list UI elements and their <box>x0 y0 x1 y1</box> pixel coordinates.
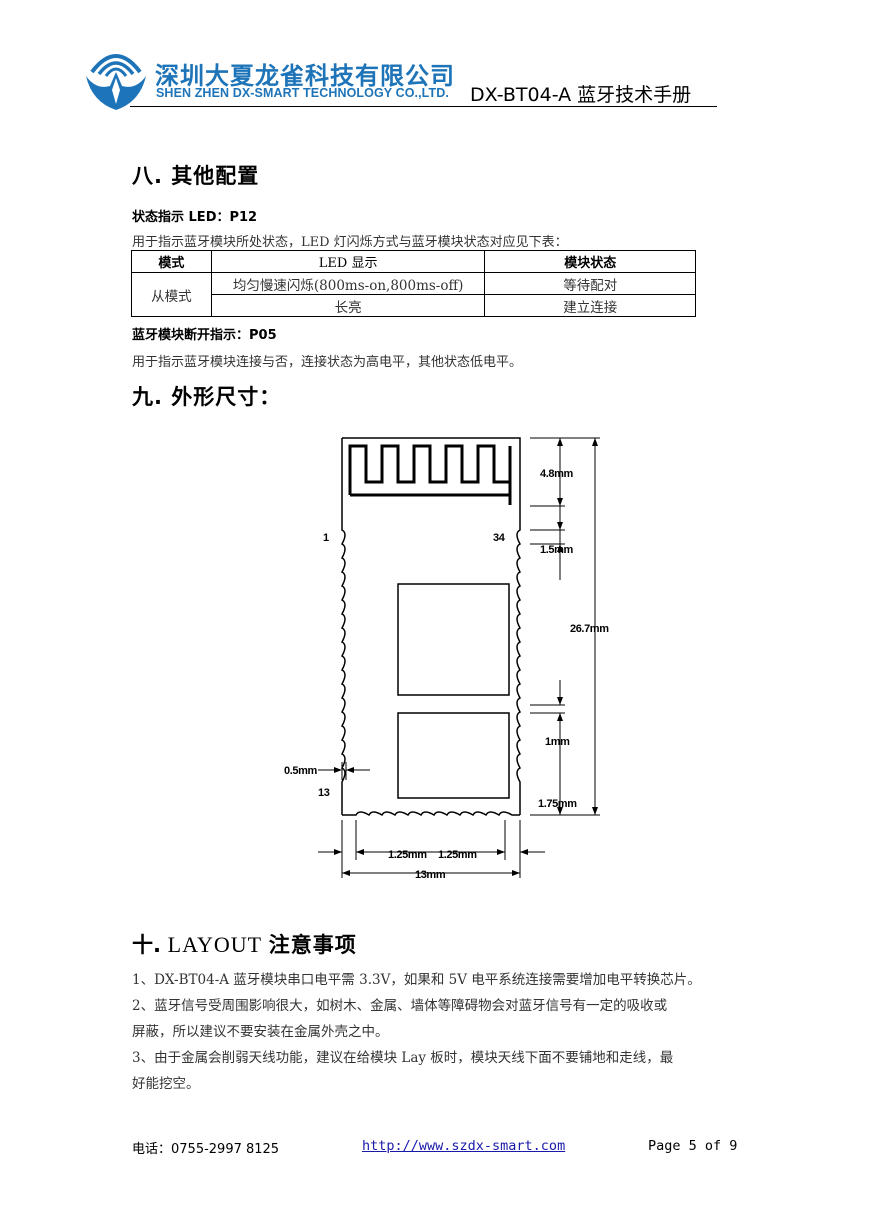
bottom-pads <box>342 811 520 817</box>
pin-label-1: 1 <box>323 532 329 544</box>
led-indicator-label: 状态指示 LED：P12 <box>132 210 258 225</box>
disconnect-indicator-desc: 用于指示蓝牙模块连接与否，连接状态为高电平，其他状态低电平。 <box>132 355 523 370</box>
table-cell-led: 长亮 <box>210 294 486 317</box>
footer-page-number: Page 5 of 9 <box>648 1138 738 1154</box>
footer-website-link[interactable]: http://www.szdx-smart.com <box>362 1138 566 1154</box>
company-name-en: SHEN ZHEN DX-SMART TECHNOLOGY CO.,LTD. <box>156 86 449 100</box>
pin-label-13: 13 <box>318 787 330 799</box>
section-latin: LAYOUT <box>167 932 263 957</box>
company-name-cn: 深圳大夏龙雀科技有限公司 <box>155 62 455 90</box>
dim-label-pad: 0.5mm <box>284 765 317 777</box>
pin-label-34: 34 <box>493 532 506 544</box>
list-item: 好能挖空。 <box>132 1076 200 1092</box>
layout-notes: 1、DX-BT04-A 蓝牙模块串口电平需 3.3V，如果和 5V 电平系统连接… <box>132 967 742 1097</box>
list-item: 2、蓝牙信号受周围影响很大，如树木、金属、墙体等障碍物会对蓝牙信号有一定的吸收或 <box>132 998 668 1014</box>
section-number: 十. <box>132 933 161 957</box>
antenna-trace <box>348 444 512 497</box>
section-heading-10: 十. LAYOUT 注意事项 <box>132 929 357 959</box>
table-row: 长亮 建立连接 <box>132 294 696 317</box>
company-logo <box>82 42 150 112</box>
table-header-mode: 模式 <box>131 250 212 273</box>
shield-lower <box>397 712 510 799</box>
document-title: DX-BT04-A 蓝牙技术手册 <box>470 84 692 106</box>
dim-label-antenna: 4.8mm <box>540 468 573 480</box>
footer-phone: 电话：0755-2997 8125 <box>132 1142 280 1157</box>
right-pads <box>516 506 522 815</box>
section-heading-9: 九. 外形尺寸： <box>132 385 282 409</box>
left-pads <box>340 506 346 815</box>
dim-label-length: 26.7mm <box>570 623 609 635</box>
module-outline <box>341 437 521 506</box>
dim-label-left: 1.25mm <box>388 849 427 861</box>
led-indicator-desc: 用于指示蓝牙模块所处状态，LED 灯闪烁方式与蓝牙模块状态对应见下表： <box>132 235 568 250</box>
header-rule <box>130 106 717 107</box>
section-cn: 注意事项 <box>268 933 357 957</box>
led-status-table: 模式 LED 显示 模块状态 从模式 均匀慢速闪烁(800ms-on,800ms… <box>131 250 696 317</box>
table-header-led: LED 显示 <box>210 250 486 273</box>
dim-label-right: 1.25mm <box>438 849 477 861</box>
dim-label-pitch: 1.5mm <box>540 544 573 556</box>
list-item: 1、DX-BT04-A 蓝牙模块串口电平需 3.3V，如果和 5V 电平系统连接… <box>132 972 701 988</box>
shield-upper <box>397 583 510 696</box>
section-heading-8: 八. 其他配置 <box>132 164 260 188</box>
table-cell-status: 建立连接 <box>484 294 696 317</box>
list-item: 3、由于金属会削弱天线功能，建议在给模块 Lay 板时，模块天线下面不要铺地和走… <box>132 1050 674 1066</box>
list-item: 屏蔽，所以建议不要安装在金属外壳之中。 <box>132 1024 389 1040</box>
dim-label-bottom: 1.75mm <box>538 798 577 810</box>
disconnect-indicator-label: 蓝牙模块断开指示：P05 <box>132 328 277 343</box>
table-cell-mode: 从模式 <box>131 272 212 317</box>
dim-label-gap: 1mm <box>545 736 570 748</box>
dim-label-width: 13mm <box>415 869 446 881</box>
